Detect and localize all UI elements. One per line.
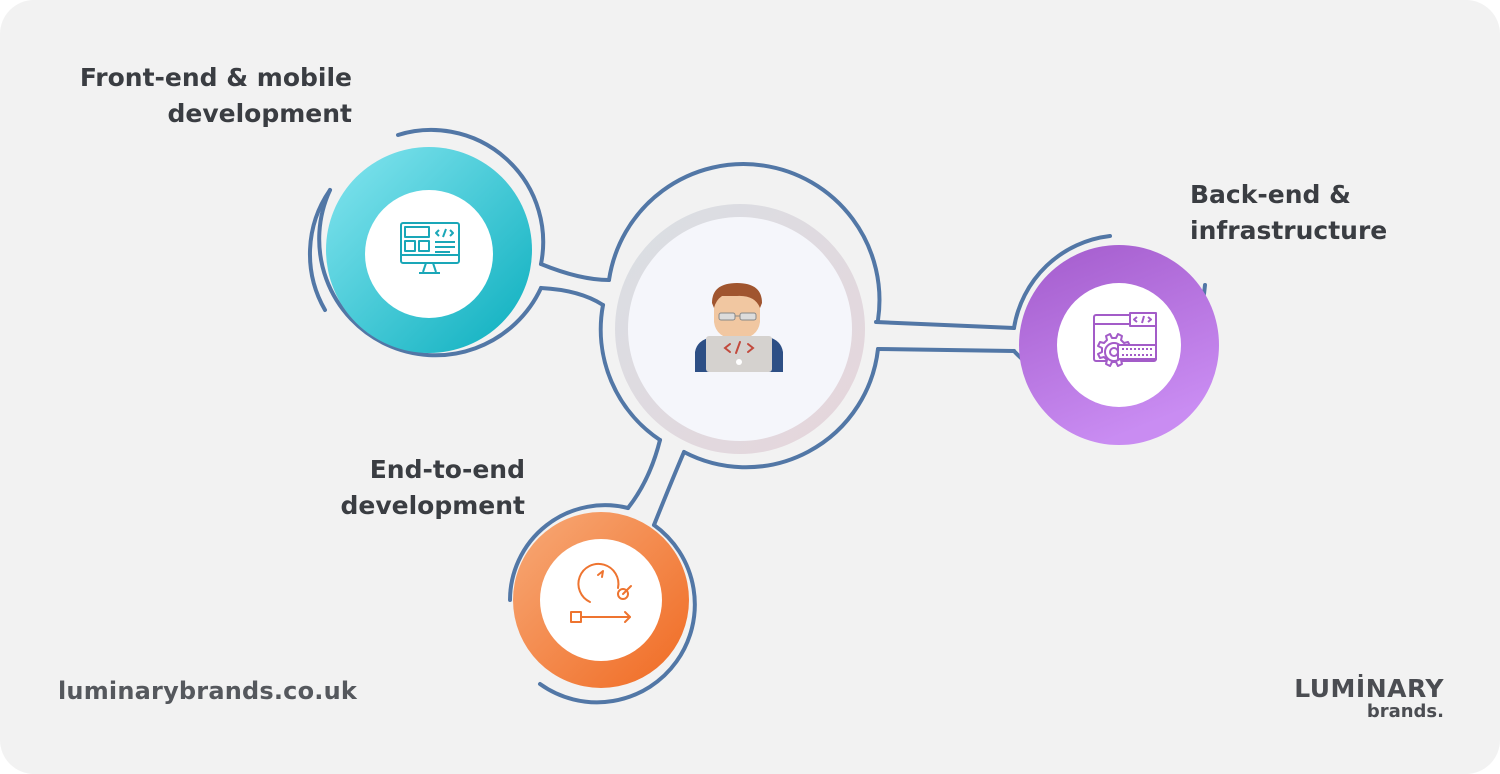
backend-label: Back-end & infrastructure <box>1190 177 1387 249</box>
frontend-label-line1: Front-end & mobile <box>79 63 352 92</box>
endtoend-label: End-to-end development <box>341 452 526 524</box>
brand-logo-sub: brands. <box>1366 701 1444 722</box>
endtoend-label-line1: End-to-end <box>369 455 525 484</box>
backend-label-line2: infrastructure <box>1190 216 1388 245</box>
developer-avatar-icon <box>695 283 783 372</box>
gear-code-window-icon <box>1093 312 1157 367</box>
endtoend-label-line2: development <box>340 491 526 520</box>
cycle-flow-icon <box>570 562 632 623</box>
endtoend-node <box>513 512 689 688</box>
website-url: luminarybrands.co.uk <box>58 677 358 705</box>
frontend-label: Front-end & mobile development <box>80 60 352 132</box>
code-monitor-icon <box>400 222 460 274</box>
brand-logo-word: LUMİNARY <box>1294 674 1444 703</box>
brand-logo: LUMİNARY brands. <box>1294 676 1444 721</box>
backend-label-line1: Back-end & <box>1190 180 1351 209</box>
frontend-label-line2: development <box>167 99 353 128</box>
